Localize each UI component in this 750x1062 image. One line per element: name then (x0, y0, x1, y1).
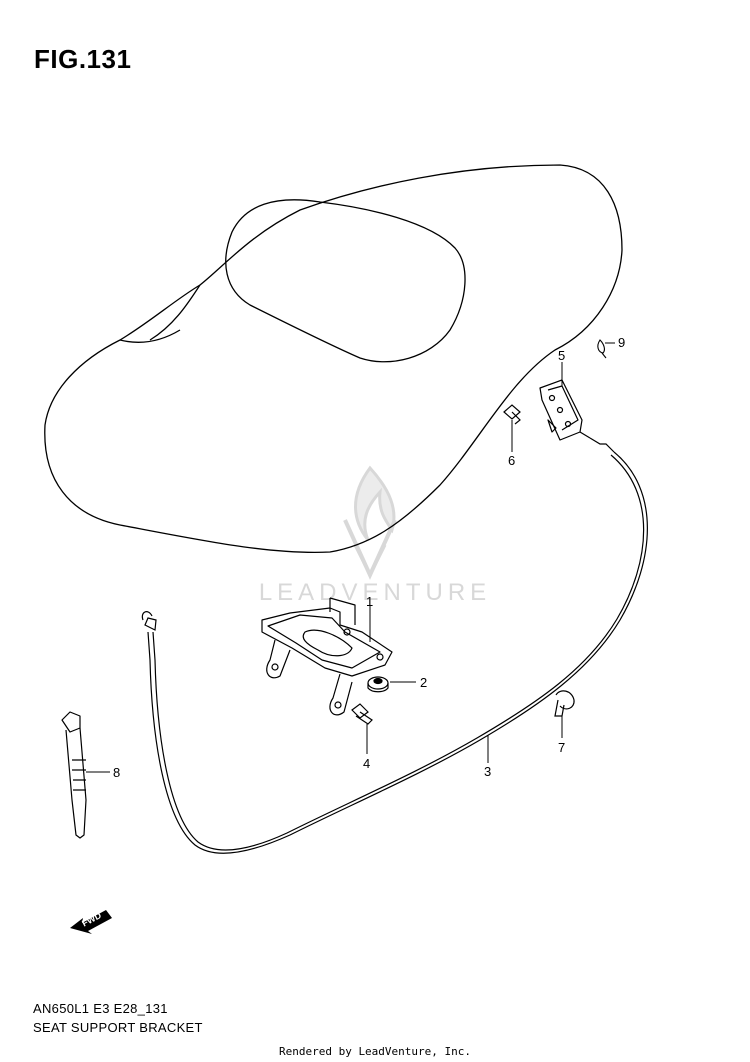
cable-tie (61, 711, 87, 839)
callout-5: 5 (558, 348, 565, 363)
seat-lock-cable (141, 437, 648, 854)
figure-description: SEAT SUPPORT BRACKET (33, 1020, 203, 1035)
callout-1: 1 (366, 594, 373, 609)
callout-2: 2 (420, 675, 427, 690)
seat-lock (539, 379, 591, 441)
watermark-brand: LEADVENTURE (259, 579, 491, 606)
bolt-lock (503, 404, 521, 425)
callouts: 1 2 3 4 5 6 7 8 9 (113, 335, 625, 780)
footer-rendered-by: Rendered by LeadVenture, Inc. (278, 1045, 472, 1058)
callout-6: 6 (508, 453, 515, 468)
clip (597, 339, 607, 359)
callout-3: 3 (484, 764, 491, 779)
callout-8: 8 (113, 765, 120, 780)
bolt-bracket (351, 703, 373, 725)
cable-clamp (554, 690, 575, 717)
seat-support-bracket (261, 597, 393, 716)
callout-4: 4 (363, 756, 370, 771)
watermark-flame-icon (343, 465, 397, 580)
watermark: LEADVENTURE (259, 465, 491, 606)
leader-lines (86, 342, 615, 773)
seat (44, 164, 623, 554)
figure-title: FIG.131 (34, 44, 132, 74)
grommet (367, 676, 389, 693)
model-code: AN650L1 E3 E28_131 (33, 1001, 168, 1016)
callout-9: 9 (618, 335, 625, 350)
fwd-arrow-icon: FWD (70, 910, 112, 934)
callout-7: 7 (558, 740, 565, 755)
